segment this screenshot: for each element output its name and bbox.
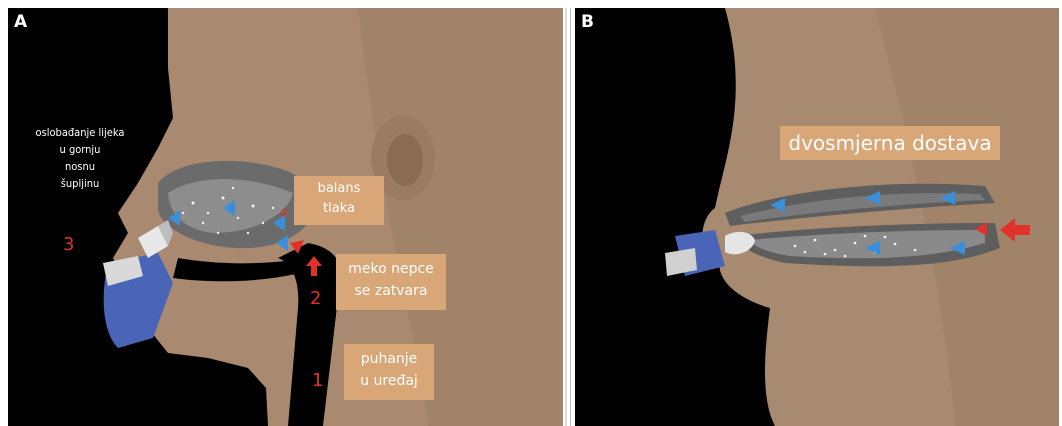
bidirectional-delivery-label: dvosmjerna dostava: [780, 126, 1000, 160]
panel-b-letter: B: [581, 12, 594, 32]
label-line: meko nepce: [336, 258, 446, 280]
pressure-balance-label: balans tlaka: [294, 176, 384, 225]
panel-a-letter: A: [14, 12, 27, 32]
soft-palate-label: meko nepce se zatvara: [336, 254, 446, 310]
drug-release-note: oslobađanje lijeka u gornju nosnu šuplji…: [10, 124, 150, 192]
panel-divider: [570, 8, 571, 426]
note-line: šupljinu: [10, 175, 150, 192]
label-line: balans: [294, 179, 384, 199]
note-line: u gornju: [10, 141, 150, 158]
step-number-4: 4: [280, 206, 288, 220]
label-line: puhanje: [344, 348, 434, 370]
step-number-2: 2: [310, 288, 321, 309]
label-line: tlaka: [294, 199, 384, 219]
head-frontal-illustration: [575, 8, 1059, 426]
step-number-1: 1: [312, 370, 323, 391]
note-line: nosnu: [10, 158, 150, 175]
label-line: se zatvara: [336, 280, 446, 302]
step-number-3: 3: [63, 234, 74, 255]
label-line: u uređaj: [344, 370, 434, 392]
panel-divider: [565, 8, 567, 426]
panel-a: A: [8, 8, 563, 426]
blow-into-device-label: puhanje u uređaj: [344, 344, 434, 400]
note-line: oslobađanje lijeka: [10, 124, 150, 141]
panel-b: B: [575, 8, 1059, 426]
